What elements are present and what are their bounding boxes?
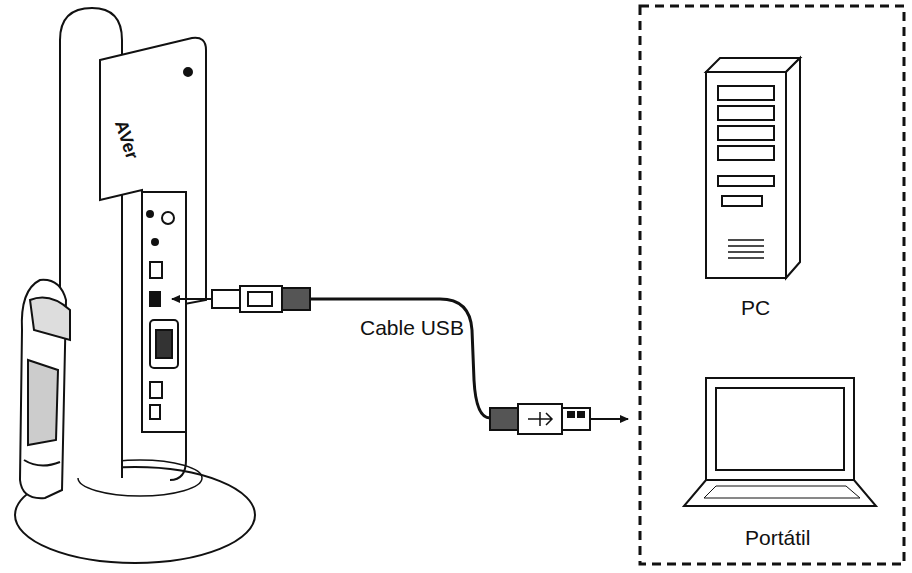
cable-label: Cable USB xyxy=(360,316,464,339)
document-camera xyxy=(15,8,255,563)
device-label: PC xyxy=(741,296,770,319)
group-outline xyxy=(640,6,904,564)
device-label: Portátil xyxy=(745,526,810,549)
device-node: Portátil xyxy=(745,526,810,549)
device-node: PC xyxy=(741,296,770,319)
laptop xyxy=(684,378,876,506)
usb-cable xyxy=(172,286,628,434)
pc-tower xyxy=(706,58,800,278)
